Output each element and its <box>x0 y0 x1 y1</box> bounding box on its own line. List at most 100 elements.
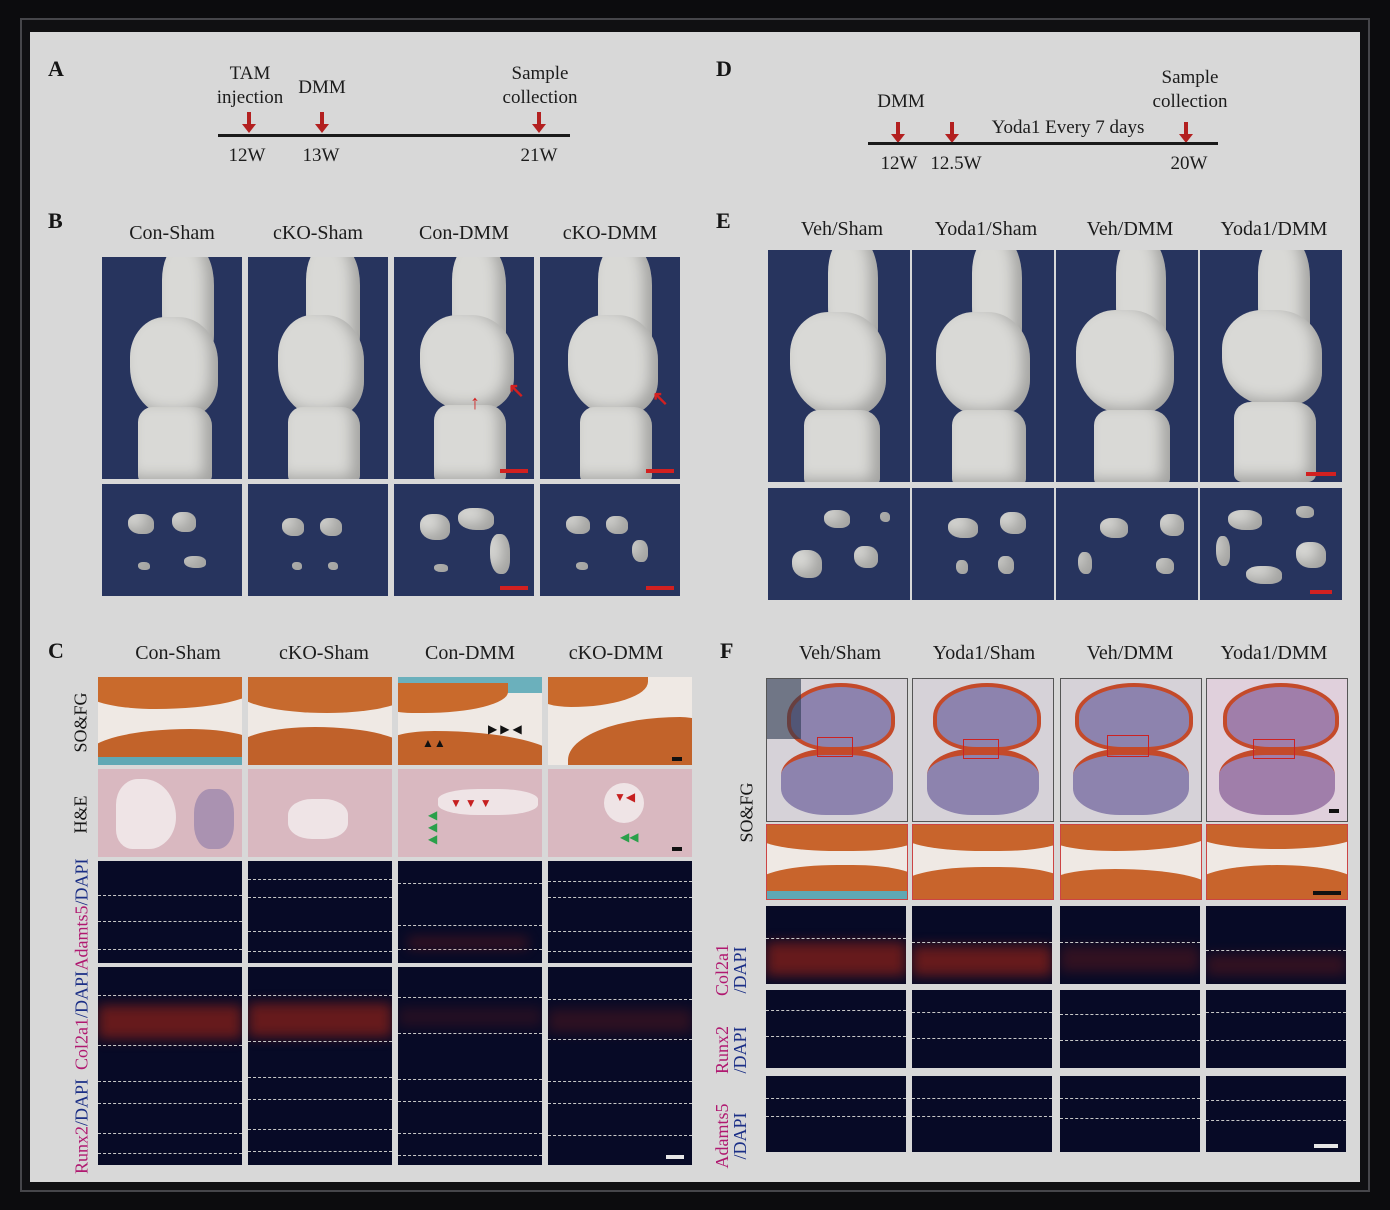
label-part-marker: Col2a1 <box>712 944 732 996</box>
femur-condyle <box>1222 310 1322 406</box>
cartilage-boundary <box>98 895 242 896</box>
label-part-marker: Runx2 <box>712 1026 732 1075</box>
cartilage-boundary <box>548 1081 692 1082</box>
inset-box <box>1107 735 1149 757</box>
panel-f-row-label-runx2: Runx2/DAPI <box>712 1005 750 1095</box>
timeline-d-arrow-3 <box>1179 122 1193 143</box>
panel-c-sofg-3: ▲▲ ▶ ▶ ◀ <box>398 677 542 765</box>
timeline-a-event-2-label: DMM <box>298 77 346 98</box>
femur-condyle <box>568 315 658 415</box>
panel-c-sofg-1 <box>98 677 242 765</box>
cartilage-bottom <box>1061 869 1201 899</box>
scale-bar <box>672 757 682 761</box>
panel-label-d: D <box>716 56 732 81</box>
scale-bar <box>666 1155 684 1159</box>
timeline-d-annotation: Yoda1 Every 7 days <box>991 117 1145 138</box>
cartilage-boundary <box>398 1155 542 1156</box>
cartilage-boundary <box>912 1098 1052 1099</box>
timeline-a-week-1: 12W <box>228 145 266 166</box>
panel-c-col2a1-4 <box>548 967 692 1069</box>
cartilage-boundary <box>912 1116 1052 1117</box>
panel-b-ct-axial-1 <box>102 484 242 596</box>
cartilage-boundary <box>548 1103 692 1104</box>
panel-f-adamts5-2 <box>912 1076 1052 1152</box>
cartilage-boundary <box>398 1079 542 1080</box>
osteophyte-arrow: ↖ <box>652 388 669 410</box>
bone-fragment <box>490 534 510 574</box>
cartilage-bottom <box>248 727 392 765</box>
bone-fragment <box>880 512 890 522</box>
label-part-dapi: /DAPI <box>71 1078 92 1126</box>
cartilage-boundary <box>548 931 692 932</box>
label-part-dapi: /DAPI <box>730 1112 750 1160</box>
panel-e-col-1-title: Veh/Sham <box>800 218 884 240</box>
panel-c-runx2-3 <box>398 1063 542 1165</box>
panel-c-adamts5-2 <box>248 861 392 963</box>
tibia <box>804 410 880 482</box>
cartilage-boundary <box>548 881 692 882</box>
timeline-a-event-1-line1: TAM <box>229 63 271 84</box>
cartilage-boundary <box>248 1041 392 1042</box>
bone-fragment <box>566 516 590 534</box>
tibia <box>952 410 1026 482</box>
col2a1-signal <box>98 1005 242 1039</box>
panel-c-row-label-runx2: Runx2/DAPI <box>72 1057 93 1197</box>
panel-c-adamts5-1 <box>98 861 242 963</box>
bone-fragment <box>1228 510 1262 530</box>
scale-bar <box>646 586 674 590</box>
panel-b-col-3-title: Con-DMM <box>418 222 509 244</box>
panel-f-adamts5-4 <box>1206 1076 1346 1152</box>
scale-bar <box>1313 891 1341 895</box>
label-part-dapi: /DAPI <box>71 971 92 1019</box>
cartilage-boundary <box>1206 1120 1346 1121</box>
panel-c-runx2-1 <box>98 1063 242 1165</box>
bone-fragment <box>792 550 822 578</box>
panel-f-sofg-overview-2 <box>912 678 1054 822</box>
bone-fragment <box>1078 552 1092 574</box>
panel-f-runx2-1 <box>766 990 906 1068</box>
cartilage-boundary <box>766 1036 906 1037</box>
timeline-a-event-1-line2: injection <box>216 87 284 108</box>
bone-fragment <box>1296 506 1314 518</box>
panel-label-c: C <box>48 638 64 663</box>
panel-c-runx2-2 <box>248 1063 392 1165</box>
panel-b-ct-sagittal-2 <box>248 257 388 479</box>
bone-fragment <box>434 564 448 572</box>
timeline-a-week-2: 13W <box>302 145 340 166</box>
panel-f-adamts5-1 <box>766 1076 906 1152</box>
panel-e-col-3-title: Veh/DMM <box>1086 218 1174 240</box>
panel-b-ct-sagittal-4: ↖ <box>540 257 680 479</box>
panel-c-col-3-title: Con-DMM <box>424 642 515 664</box>
col2a1-signal <box>766 942 906 976</box>
bone-fragment <box>172 512 196 532</box>
bone-fragment <box>824 510 850 528</box>
bone-fragment <box>1100 518 1128 538</box>
panel-b-ct-axial-4 <box>540 484 680 596</box>
col2a1-signal <box>248 1003 392 1037</box>
panel-b-ct-sagittal-1 <box>102 257 242 479</box>
col2a1-signal <box>548 1009 692 1033</box>
panel-f-col-3-title: Veh/DMM <box>1086 642 1174 664</box>
cartilage-boundary <box>766 1098 906 1099</box>
panel-label-e: E <box>716 208 731 233</box>
timeline-d-arrow-1 <box>891 122 905 143</box>
timeline-a-arrow-2 <box>315 112 329 133</box>
cartilage-boundary <box>398 949 542 950</box>
cartilage-top <box>913 825 1053 851</box>
timeline-d-event-1-label: DMM <box>877 91 925 112</box>
timeline-a-event-3-line1: Sample <box>511 63 569 84</box>
panel-b-ct-axial-3 <box>394 484 534 596</box>
panel-c-he-3: ▼ ▼ ▼ ◀◀◀ <box>398 769 542 857</box>
cartilage-boundary <box>98 949 242 950</box>
black-arrowheads: ▶ ▶ ◀ <box>488 722 522 736</box>
cartilage-boundary <box>98 1045 242 1046</box>
cartilage-top <box>1061 825 1201 851</box>
bone-fragment <box>1000 512 1026 534</box>
panel-f-col-1-title: Veh/Sham <box>798 642 882 664</box>
cartilage-boundary <box>98 1103 242 1104</box>
cartilage-boundary <box>98 1133 242 1134</box>
tibial-plateau <box>927 749 1039 815</box>
cartilage-top <box>248 677 392 713</box>
bone-layer <box>767 891 907 899</box>
